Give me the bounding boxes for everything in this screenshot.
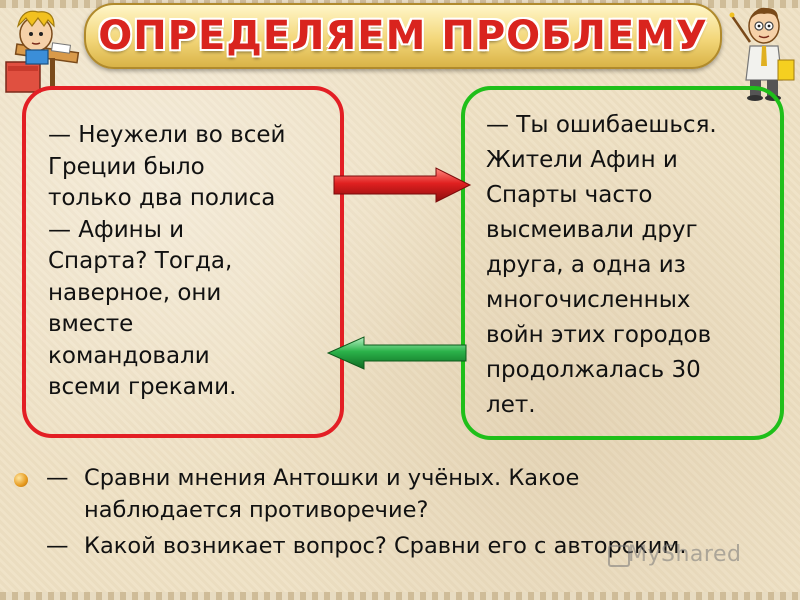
student-opinion-box: — Неужели во всей Греции было только два… — [22, 86, 344, 438]
text-line: Спарты часто — [486, 182, 653, 208]
text-line: — Афины и — [48, 216, 185, 243]
question-text: Сравни мнения Антошки и учёных. Какое на… — [84, 465, 580, 523]
question-text: Какой возникает вопрос? Сравни его с авт… — [84, 533, 687, 559]
text-line: — Ты ошибаешься. — [486, 112, 717, 138]
scholar-opinion-text: — Ты ошибаешься. Жители Афин и Спарты ча… — [486, 108, 778, 423]
text-line: высмеивали друг — [486, 217, 698, 243]
text-line: друга, а одна из — [486, 252, 686, 278]
title-banner: ОПРЕДЕЛЯЕМ ПРОБЛЕМУ — [84, 3, 722, 69]
question-compare-opinions: — Сравни мнения Антошки и учёных. Какое н… — [46, 462, 686, 526]
page-title: ОПРЕДЕЛЯЕМ ПРОБЛЕМУ — [98, 13, 708, 59]
text-line: наверное, они — [48, 279, 222, 306]
text-line: только два полиса — [48, 185, 276, 211]
question-arising: — Какой возникает вопрос? Сравни его с ав… — [46, 530, 786, 562]
text-line: Греции было — [48, 153, 205, 180]
scholar-opinion-box: — Ты ошибаешься. Жители Афин и Спарты ча… — [461, 86, 784, 440]
watermark: MyShared — [628, 542, 742, 567]
dash: — — [46, 533, 69, 559]
text-line: войн этих городов — [486, 322, 712, 348]
text-line: командовали — [48, 342, 210, 369]
text-line: многочисленных — [486, 287, 691, 313]
student-opinion-text: — Неужели во всей Греции было только два… — [48, 120, 338, 404]
text-line: Спарта? Тогда, — [48, 248, 233, 274]
dash: — — [46, 465, 69, 491]
text-line: всеми греками. — [48, 374, 237, 400]
text-line: вместе — [48, 311, 134, 337]
text-line: лет. — [486, 392, 536, 418]
bullet-icon — [14, 473, 28, 487]
text-line: — Неужели во всей — [48, 122, 286, 148]
text-line: Жители Афин и — [486, 147, 678, 173]
watermark-icon — [608, 545, 630, 567]
arrow-left-icon — [326, 336, 467, 370]
text-line: продолжалась 30 — [486, 357, 701, 383]
bottom-decorative-border — [0, 592, 800, 600]
student-character-icon — [5, 10, 80, 93]
arrow-right-icon — [333, 167, 472, 203]
